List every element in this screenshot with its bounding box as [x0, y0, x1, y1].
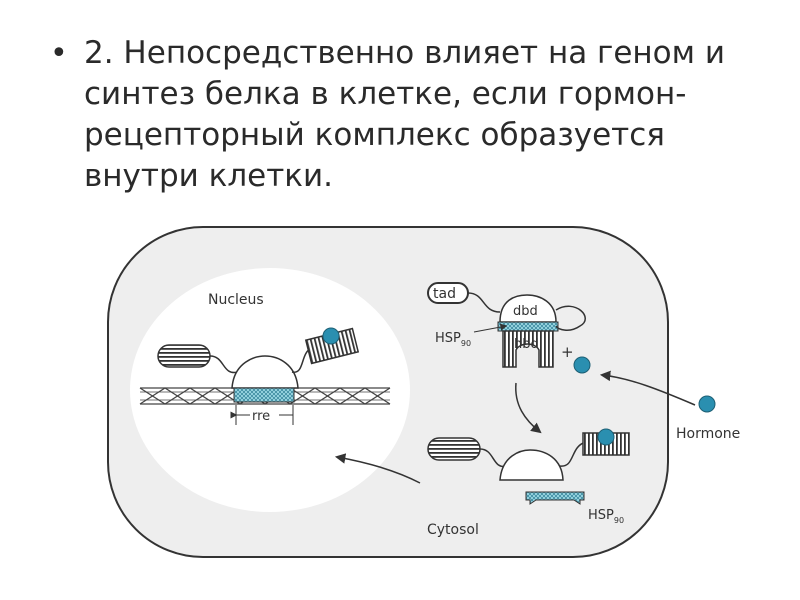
nucleus-linker-left — [209, 355, 239, 374]
hormone-label: Hormone — [676, 426, 740, 442]
dissociation-arrow — [515, 382, 542, 434]
plus-sign: + — [561, 343, 574, 361]
cytosol-label: Cytosol — [427, 522, 479, 538]
free-hormone-dot — [573, 356, 591, 374]
bullet-line-1: 2. Непосредственно влияет на геном и — [84, 35, 726, 71]
rre-span-marker — [230, 405, 294, 425]
dbd-label: dbd — [513, 304, 538, 319]
hsp90-label: HSP90 — [435, 331, 471, 348]
bullet-text: 2. Непосредственно влияет на геном и син… — [84, 33, 774, 197]
tad-label: tad — [433, 286, 456, 302]
nucleus-hormone-dot — [322, 327, 340, 345]
active-tad-domain — [427, 437, 481, 461]
rre-element — [233, 387, 295, 403]
bullet-marker: • — [50, 36, 68, 71]
nuclear-entry-arrow — [334, 453, 421, 484]
hbd-label: hbd — [514, 337, 539, 352]
bullet-line-2: синтез белка в клетке, если гормон- — [84, 76, 687, 112]
released-hsp90 — [525, 491, 585, 505]
bullet-line-3: рецепторный комплекс образуется — [84, 117, 665, 153]
rre-label: rre — [252, 409, 270, 424]
hormone-entry-arrow — [599, 370, 696, 406]
nucleus-dbd-domain — [231, 355, 299, 389]
hsp90-released-label: HSP90 — [588, 508, 624, 525]
hsp90-pointer — [473, 323, 508, 333]
bullet-line-4: внутри клетки. — [84, 158, 334, 194]
active-hormone-dot — [597, 428, 615, 446]
cyto-hbd-domain — [502, 330, 554, 368]
hsp90-band — [497, 321, 559, 332]
cyto-linker-top — [467, 292, 501, 313]
nucleus-label: Nucleus — [208, 292, 264, 308]
cyto-dbd-dome — [499, 294, 557, 323]
nucleus-tad-domain — [157, 344, 211, 368]
external-hormone-dot — [698, 395, 716, 413]
hsp90-loop — [555, 305, 586, 331]
active-dbd-dome — [499, 449, 564, 481]
